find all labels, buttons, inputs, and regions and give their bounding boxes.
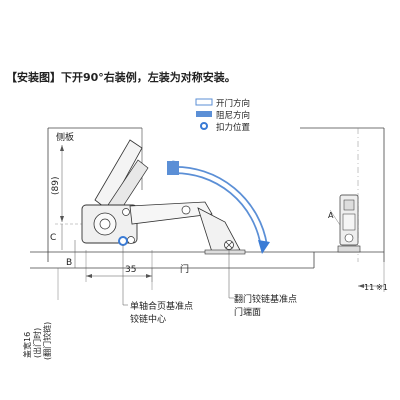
cover-sub-label: (出门时) <box>32 328 42 358</box>
legend-swatch-open <box>195 98 213 106</box>
legend-swatch-force <box>200 122 208 130</box>
flap-ref-label: 翻门铰链基准点 <box>234 293 297 305</box>
side-panel-label: 侧板 <box>56 131 74 143</box>
motion-arcs <box>167 160 270 254</box>
page-title: 【安装图】下开90°右装例，左装为对称安装。 <box>6 71 236 84</box>
dim-a-label: A <box>328 211 334 220</box>
legend-swatch-damping <box>196 111 212 117</box>
dim-35 <box>85 250 153 282</box>
legend-damping-label: 阻尼方向 <box>216 110 250 121</box>
force-position-marker <box>118 236 128 246</box>
dim-35-label: 35 <box>125 265 136 275</box>
cover-width-label: 盖宽16 <box>22 332 32 358</box>
note-mark: ※1 <box>376 283 388 292</box>
hinge-center-label: 铰链中心 <box>130 313 166 325</box>
legend-open-label: 开门方向 <box>216 98 250 109</box>
side-view-hinge <box>329 194 361 253</box>
dim-11-label: 11 <box>364 283 374 292</box>
hinge-mechanism <box>81 139 246 255</box>
dim-c-label: C <box>50 233 56 243</box>
side-panel <box>47 127 143 262</box>
leader-lines <box>57 245 234 306</box>
door-label: 门 <box>180 263 189 275</box>
dim-b-label: B <box>66 258 72 268</box>
legend-force-label: 扣力位置 <box>216 122 251 133</box>
dim-c <box>55 223 95 250</box>
legend: 开门方向 阻尼方向 扣力位置 <box>195 98 251 133</box>
dim-89 <box>60 145 64 222</box>
right-board <box>300 127 385 262</box>
dim-11 <box>358 262 385 292</box>
cover-sub2-label: (翻门铰链) <box>42 322 52 360</box>
single-axis-ref-label: 单轴合页基准点 <box>130 300 193 312</box>
dim-89-label: (89) <box>51 177 61 195</box>
door-panel <box>30 251 384 269</box>
door-end-label: 门端面 <box>234 306 261 318</box>
